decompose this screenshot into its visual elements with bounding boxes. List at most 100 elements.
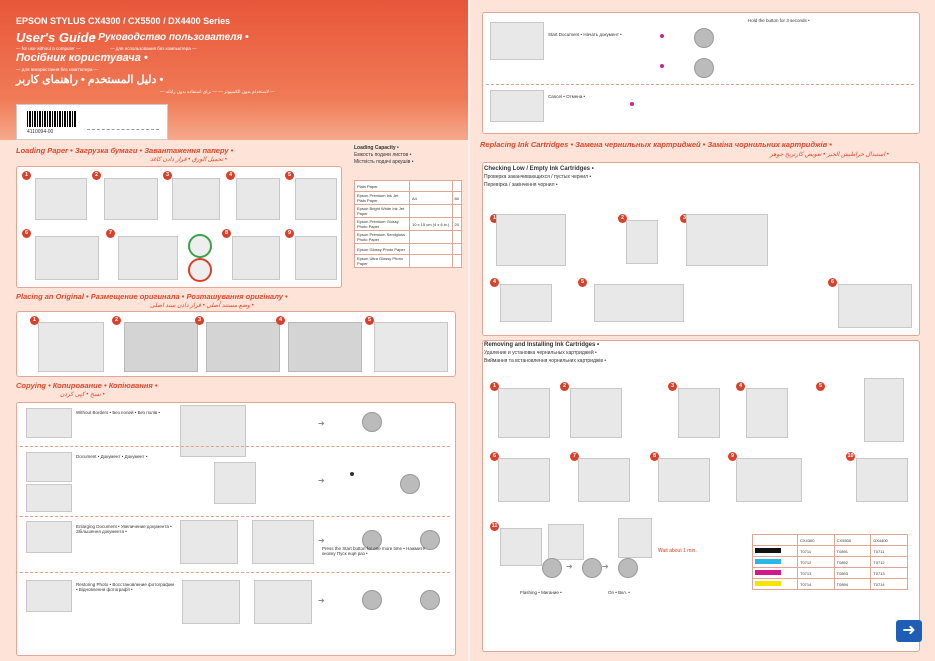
yellow-ink-swatch bbox=[755, 581, 781, 586]
copy-footnote: Press the Start button for one more time… bbox=[322, 546, 425, 556]
title-uk: Посібник користувача • bbox=[16, 52, 148, 64]
wait-note: Wait about 1 min. bbox=[658, 548, 697, 554]
table-row: Epson Ultra Glossy Photo Paper bbox=[354, 254, 462, 268]
step-number: 3 bbox=[680, 214, 689, 223]
step-number: 3 bbox=[163, 171, 172, 180]
placing-original-heading-ar: وضع مستند أصلي • قرار دادن سند اصلی • bbox=[150, 303, 254, 309]
step-number: 5 bbox=[365, 316, 374, 325]
scanner-close-illustration bbox=[374, 322, 448, 372]
copy-mode-label: Without Borders • Без полей • Без полів … bbox=[76, 410, 160, 415]
output-tray-illustration bbox=[490, 90, 544, 122]
removing-heading-ru: Удаление и установка чернильных картридж… bbox=[484, 350, 597, 356]
start-button-icon bbox=[362, 590, 382, 610]
table-row: Epson Premium Semigloss Photo Paper bbox=[354, 230, 462, 244]
arrow-right-icon: ➔ bbox=[318, 419, 325, 428]
copy-illustration bbox=[26, 452, 72, 482]
hand-press-illustration bbox=[618, 518, 652, 558]
copy-mode-label: Document • Документ • Документ • bbox=[76, 454, 148, 459]
edge-guide-illustration bbox=[118, 236, 178, 280]
step-number: 5 bbox=[578, 278, 587, 287]
subtitle-ru: — для использования без компьютера — bbox=[110, 46, 197, 51]
document-glass-illustration bbox=[124, 322, 198, 372]
step-number: 1 bbox=[490, 214, 499, 223]
step-number: 1 bbox=[22, 171, 31, 180]
arrow-right-icon: ➔ bbox=[602, 562, 609, 571]
copy-mode-label: Restoring Photo • Восстановление фотогра… bbox=[76, 582, 175, 592]
loading-paper-heading-ar: تحميل الورق • قرار دادن کاغذ • bbox=[150, 157, 227, 163]
step-number: 1 bbox=[30, 316, 39, 325]
step-number: 9 bbox=[285, 229, 294, 238]
removing-heading-uk: Виймання та встановлення чорнильних карт… bbox=[484, 358, 607, 364]
paper-output-illustration bbox=[214, 462, 256, 504]
start-button-icon bbox=[694, 58, 714, 78]
paper-guide-illustration bbox=[172, 178, 220, 220]
feeder-guard-illustration bbox=[232, 236, 280, 280]
mode-light-icon bbox=[660, 64, 664, 68]
paper-load-illustration bbox=[295, 178, 337, 220]
start-button-icon bbox=[400, 474, 420, 494]
hold-note: Hold the button for 3 seconds • bbox=[748, 18, 810, 23]
copy-illustration bbox=[26, 580, 72, 612]
capacity-title-ru: Емкость подачи листов • bbox=[354, 152, 412, 158]
capacity-table: Plain Paper Epson Premium Ink Jet Plain … bbox=[354, 180, 462, 268]
table-row: T0712 T0892 T0712 bbox=[752, 556, 908, 568]
start-button-icon bbox=[420, 530, 440, 550]
document-glass-illustration bbox=[206, 322, 280, 372]
start-button-icon bbox=[542, 558, 562, 578]
copying-heading: Copying • Копирование • Копіювання • bbox=[16, 381, 158, 390]
arrow-right-icon[interactable]: ➜ bbox=[896, 620, 922, 642]
step-number: 7 bbox=[106, 229, 115, 238]
flashing-label: Flashing • Мигание • bbox=[520, 590, 562, 595]
step-number: 9 bbox=[728, 452, 737, 461]
magenta-ink-swatch bbox=[755, 570, 781, 575]
copying-heading-ar: نسخ • کپی کردن • bbox=[60, 392, 105, 398]
step-number: 4 bbox=[736, 382, 745, 391]
ink-light-illustration bbox=[500, 284, 552, 322]
document-glass-illustration bbox=[252, 520, 314, 564]
step-number: 1 bbox=[490, 382, 499, 391]
cartridge-illustration bbox=[658, 458, 710, 502]
table-row: T0713 T0893 T0713 bbox=[752, 567, 908, 579]
step-number: 4 bbox=[226, 171, 235, 180]
start-button-icon bbox=[362, 412, 382, 432]
step-number: 3 bbox=[668, 382, 677, 391]
start-button-icon bbox=[618, 558, 638, 578]
step-number: 5 bbox=[816, 382, 825, 391]
cartridge-illustration bbox=[578, 458, 630, 502]
checking-heading-ru: Проверка заканчивающихся / пустых чернил… bbox=[484, 174, 592, 180]
step-number: 6 bbox=[22, 229, 31, 238]
cyan-ink-swatch bbox=[755, 559, 781, 564]
barcode-icon bbox=[27, 111, 77, 127]
correct-icon bbox=[188, 234, 212, 258]
printer-open-illustration bbox=[496, 214, 566, 266]
cartridge-shake-illustration bbox=[570, 388, 622, 438]
printer-illustration bbox=[490, 22, 544, 60]
scanner-close-illustration bbox=[736, 458, 802, 502]
table-row: Epson Bright White Ink Jet Paper bbox=[354, 204, 462, 218]
printer-photo-illustration bbox=[180, 520, 238, 564]
printer-photo-illustration bbox=[182, 580, 240, 624]
mode-light-icon bbox=[350, 472, 354, 476]
ink-button-illustration bbox=[548, 524, 584, 560]
checking-heading: Checking Low / Empty Ink Cartridges • bbox=[484, 166, 594, 172]
cartridge-status-illustration bbox=[594, 284, 684, 322]
step-number: 2 bbox=[92, 171, 101, 180]
step-number: 2 bbox=[112, 316, 121, 325]
table-row: Epson Glossy Photo Paper bbox=[354, 243, 462, 255]
step-number: 6 bbox=[828, 278, 837, 287]
printer-illustration bbox=[500, 528, 542, 566]
placing-original-heading: Placing an Original • Размещение оригина… bbox=[16, 292, 288, 301]
title-ar: دليل المستخدم • راهنمای کاربر • bbox=[16, 74, 164, 86]
step-number: 5 bbox=[285, 171, 294, 180]
table-row: CX4300 CX5500 DX4400 bbox=[752, 534, 908, 546]
start-button-icon bbox=[420, 590, 440, 610]
capacity-title: Loading Capacity • bbox=[354, 145, 399, 151]
loading-paper-heading: Loading Paper • Загрузка бумаги • Завант… bbox=[16, 146, 234, 155]
step-number: 4 bbox=[490, 278, 499, 287]
subtitle-uk: — для використання без комп'ютера — bbox=[16, 67, 99, 72]
capacity-title-uk: Місткість подачі аркушів • bbox=[354, 159, 414, 165]
arrow-right-icon: ➔ bbox=[566, 562, 573, 571]
on-label: On • Вкл. • bbox=[608, 590, 630, 595]
